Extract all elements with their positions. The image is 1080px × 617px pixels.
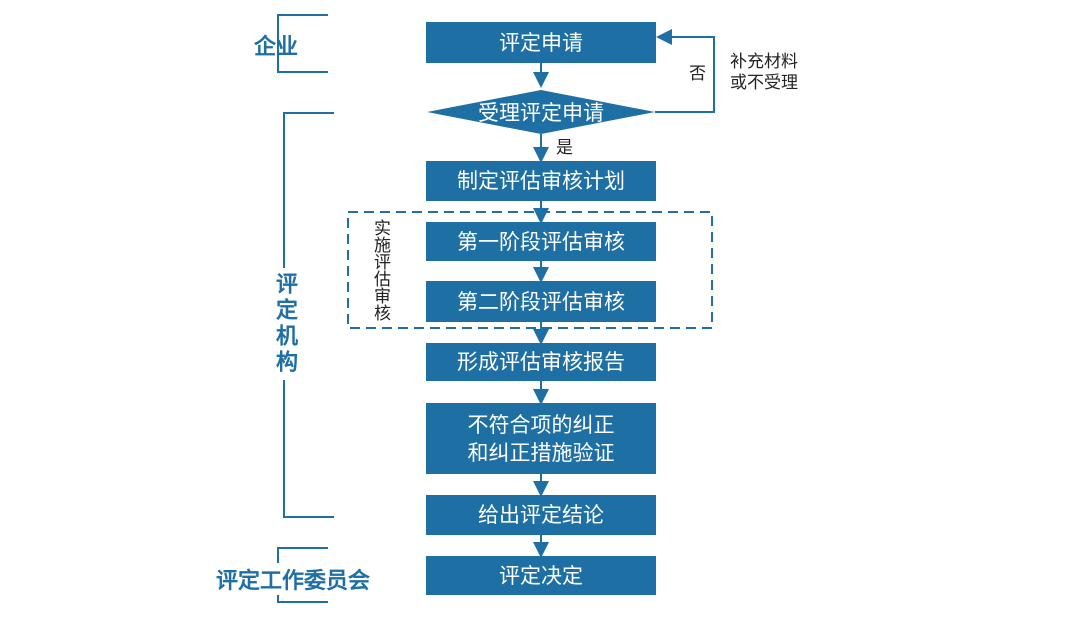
step-correction: 不符合项的纠正 和纠正措施验证 <box>426 403 656 474</box>
step-stage1-label: 第一阶段评估审核 <box>457 229 625 254</box>
step-conclusion-label: 给出评定结论 <box>478 503 604 527</box>
step-stage2-label: 第二阶段评估审核 <box>457 289 625 314</box>
step-conclusion: 给出评定结论 <box>426 495 656 535</box>
step-decision: 评定决定 <box>426 556 656 595</box>
step-decision-label: 评定决定 <box>499 563 583 588</box>
step-apply: 评定申请 <box>426 22 656 63</box>
enterprise-label: 企业 <box>254 35 299 60</box>
no-action-line1: 补充材料 <box>730 52 798 72</box>
no-action-line2: 或不受理 <box>730 73 798 93</box>
step-stage1: 第一阶段评估审核 <box>426 222 656 261</box>
step-correction-line1: 不符合项的纠正 <box>467 412 615 437</box>
enterprise-bracket <box>277 14 328 73</box>
step-plan-label: 制定评估审核计划 <box>457 169 625 193</box>
branch-yes-label: 是 <box>556 138 573 158</box>
audit-block-label: 实施评估审核 <box>370 219 390 321</box>
branch-no-label: 否 <box>689 64 706 84</box>
step-accept-label: 受理评定申请 <box>478 101 604 125</box>
step-report: 形成评估审核报告 <box>426 343 656 381</box>
step-report-label: 形成评估审核报告 <box>457 350 625 374</box>
step-apply-label: 评定申请 <box>499 30 583 55</box>
arrow-no-loop-back <box>655 29 715 113</box>
step-plan: 制定评估审核计划 <box>426 161 656 201</box>
committee-label: 评定工作委员会 <box>214 563 373 595</box>
no-action-note: 补充材料 或不受理 <box>730 52 798 94</box>
step-correction-line2: 和纠正措施验证 <box>467 440 615 465</box>
agency-label: 评定机构 <box>268 268 300 380</box>
audit-stage-dashed-frame <box>347 211 713 329</box>
accept-decision-diamond <box>427 90 655 134</box>
step-stage2: 第二阶段评估审核 <box>426 281 656 322</box>
